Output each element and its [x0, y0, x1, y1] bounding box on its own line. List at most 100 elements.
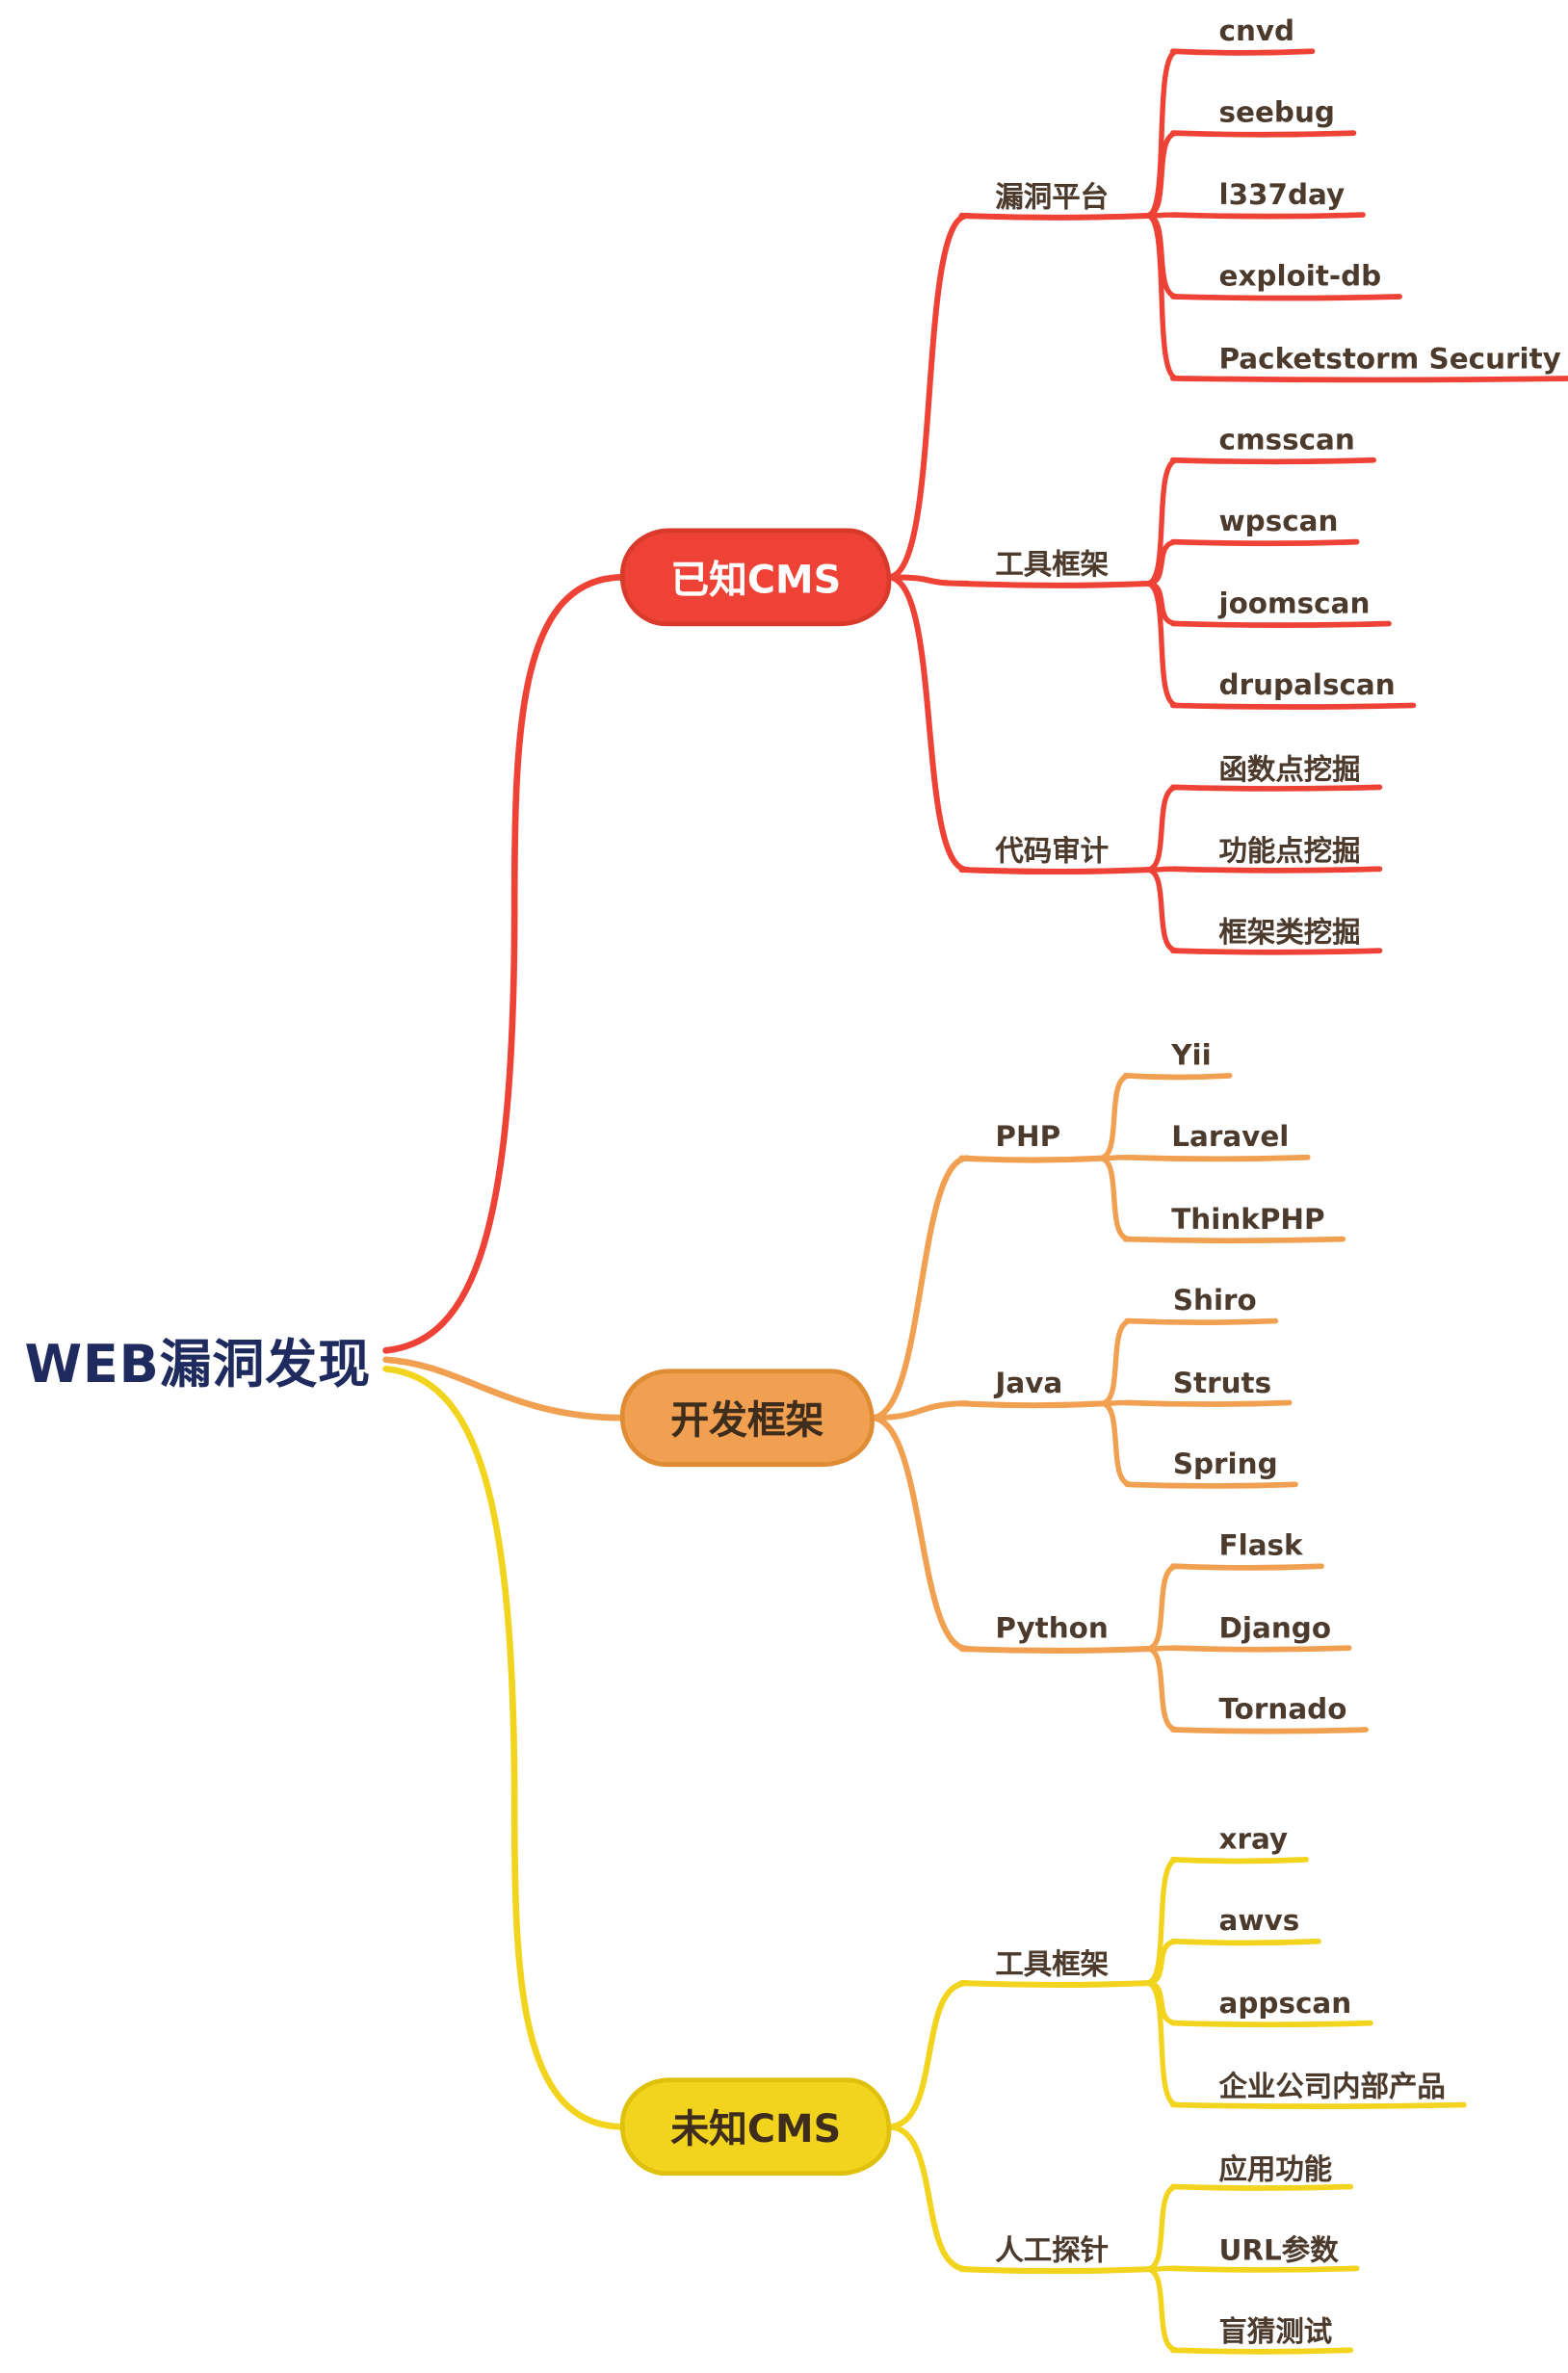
leaf-underline [1169, 1645, 1352, 1653]
leaf-label[interactable]: wpscan [1218, 507, 1339, 539]
leaf-label[interactable]: l337day [1218, 179, 1346, 212]
connector-branch-subtopic [868, 1155, 971, 1421]
connector-subtopic-leaf [1144, 1646, 1181, 1733]
connector-branch-subtopic [885, 2124, 971, 2273]
leaf-underline [1169, 538, 1360, 547]
leaf-underline [1169, 375, 1568, 383]
connector-subtopic-leaf [1144, 1563, 1181, 1652]
subtopic-underline [958, 212, 1155, 221]
leaf-label[interactable]: 盲猜测试 [1218, 2317, 1333, 2350]
root-topic[interactable]: WEB漏洞发现 [24, 1334, 371, 1396]
leaf-label[interactable]: Packetstorm Security [1218, 343, 1561, 376]
leaf-label[interactable]: 企业公司内部产品 [1218, 2072, 1446, 2104]
leaf-underline [1122, 1236, 1346, 1244]
leaf-underline [1169, 784, 1383, 792]
leaf-label[interactable]: Django [1218, 1612, 1332, 1645]
connector-subtopic-leaf [1144, 2266, 1181, 2353]
subtopic-label-3-1[interactable]: 工具框架 [995, 1949, 1110, 1982]
leaf-label[interactable]: Shiro [1172, 1285, 1257, 1318]
branch-node-3[interactable]: 未知CMS [619, 2077, 892, 2177]
subtopic-underline [958, 2266, 1155, 2275]
leaf-label[interactable]: cnvd [1218, 15, 1295, 49]
leaf-underline [1169, 130, 1357, 138]
leaf-label[interactable]: Laravel [1171, 1122, 1290, 1155]
leaf-label[interactable]: Spring [1172, 1448, 1278, 1482]
subtopic-underline [958, 1400, 1109, 1409]
connector-root-branch-2 [382, 1356, 627, 1421]
leaf-label[interactable]: Tornado [1218, 1694, 1347, 1727]
leaf-underline [1169, 2183, 1354, 2191]
leaf-underline [1169, 2265, 1360, 2273]
connector-root-branch-3 [382, 1365, 627, 2130]
subtopic-label-2-1[interactable]: PHP [995, 1122, 1061, 1155]
leaf-underline [1169, 620, 1392, 628]
leaf-underline [1169, 1563, 1324, 1571]
leaf-label[interactable]: 框架类挖掘 [1218, 917, 1361, 951]
subtopic-label-1-3[interactable]: 代码审计 [995, 836, 1110, 869]
connector-branch-subtopic [868, 1400, 971, 1421]
leaf-underline [1169, 2347, 1354, 2355]
leaf-label[interactable]: awvs [1218, 1906, 1300, 1939]
leaf-underline [1122, 1154, 1311, 1162]
leaf-label[interactable]: xray [1218, 1824, 1289, 1857]
leaf-underline [1124, 1481, 1298, 1489]
leaf-underline [1169, 702, 1417, 710]
leaf-label[interactable]: 应用功能 [1218, 2153, 1333, 2186]
leaf-label[interactable]: 功能点挖掘 [1218, 836, 1361, 869]
connector-subtopic-leaf [1144, 2183, 1181, 2272]
subtopic-label-1-2[interactable]: 工具框架 [995, 549, 1110, 583]
leaf-underline [1169, 948, 1383, 955]
subtopic-label-2-2[interactable]: Java [995, 1367, 1063, 1400]
leaf-underline [1169, 1938, 1321, 1946]
subtopic-label-2-3[interactable]: Python [995, 1612, 1109, 1645]
connector-subtopic-leaf [1144, 1980, 1181, 2108]
leaf-underline [1122, 1073, 1233, 1081]
leaf-label[interactable]: URL参数 [1218, 2235, 1339, 2268]
subtopic-underline [958, 867, 1155, 875]
subtopic-underline [958, 580, 1155, 588]
leaf-label[interactable]: drupalscan [1218, 669, 1396, 703]
leaf-underline [1169, 1857, 1309, 1864]
connector-subtopic-leaf [1144, 213, 1181, 381]
leaf-underline [1169, 294, 1402, 301]
connector-branch-subtopic [868, 1415, 971, 1652]
leaf-label[interactable]: cmsscan [1218, 425, 1355, 457]
leaf-label[interactable]: seebug [1218, 97, 1335, 130]
leaf-underline [1169, 212, 1366, 220]
branch-node-2[interactable]: 开发框架 [619, 1369, 875, 1468]
connector-branch-subtopic [885, 574, 971, 874]
connector-branch-subtopic [885, 574, 971, 587]
connector-subtopic-leaf [1096, 1073, 1134, 1161]
leaf-label[interactable]: Flask [1218, 1530, 1303, 1564]
leaf-underline [1124, 1317, 1279, 1326]
leaf-underline [1169, 866, 1383, 874]
connector-subtopic-leaf [1144, 867, 1181, 953]
connector-root-branch-1 [382, 574, 627, 1354]
subtopic-underline [958, 1645, 1155, 1654]
leaf-underline [1169, 1727, 1370, 1734]
subtopic-label-1-1[interactable]: 漏洞平台 [995, 181, 1110, 215]
connector-subtopic-leaf [1098, 1400, 1135, 1488]
connector-subtopic-leaf [1144, 130, 1181, 219]
leaf-underline [1169, 2020, 1373, 2028]
leaf-label[interactable]: Yii [1171, 1040, 1212, 1073]
connector-subtopic-leaf [1144, 1857, 1181, 1986]
leaf-label[interactable]: Struts [1172, 1367, 1272, 1400]
leaf-label[interactable]: appscan [1218, 1988, 1352, 2021]
subtopic-underline [958, 1979, 1155, 1989]
leaf-label[interactable]: joomscan [1218, 587, 1371, 621]
branch-node-1[interactable]: 已知CMS [619, 528, 892, 627]
leaf-underline [1169, 48, 1316, 56]
leaf-label[interactable]: 函数点挖掘 [1218, 754, 1361, 787]
connector-subtopic-leaf [1098, 1317, 1135, 1406]
subtopic-label-3-2[interactable]: 人工探针 [995, 2235, 1110, 2268]
connector-branch-subtopic [885, 1979, 971, 2130]
subtopic-underline [958, 1155, 1108, 1163]
leaf-underline [1124, 1399, 1293, 1407]
leaf-label[interactable]: ThinkPHP [1171, 1204, 1325, 1237]
connector-subtopic-leaf [1144, 784, 1181, 873]
leaf-label[interactable]: exploit-db [1218, 261, 1382, 294]
